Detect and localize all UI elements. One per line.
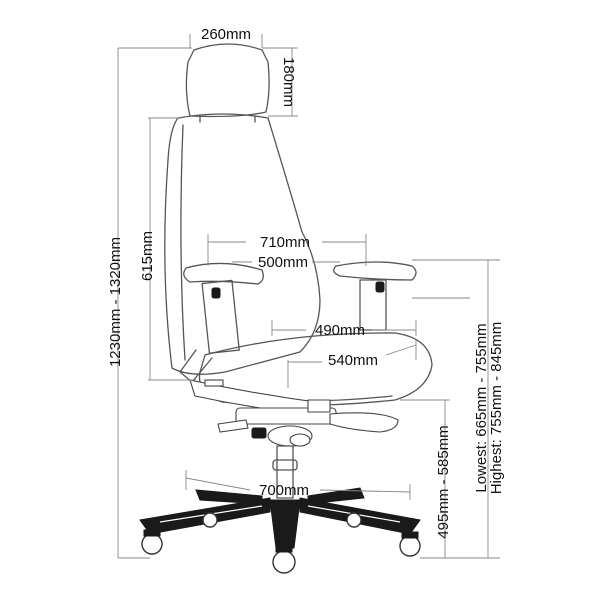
label-arm-width-outer: 710mm <box>260 234 310 251</box>
castor-rear-left <box>202 512 218 528</box>
label-backrest-height: 615mm <box>139 231 156 281</box>
label-arm-height-highest: Highest: 755mm - 845mm <box>488 322 505 495</box>
castors <box>141 512 421 574</box>
label-arm-width-inner: 500mm <box>258 254 308 271</box>
label-seat-height: 495mm - 585mm <box>435 425 452 538</box>
gas-lift-column <box>276 445 294 499</box>
label-seat-width: 540mm <box>328 352 378 369</box>
seat-mechanism <box>189 379 399 447</box>
armrest-right-pad <box>333 261 417 281</box>
armrest-left-pad <box>183 262 264 285</box>
dimension-labels: 260mm 180mm 1230mm - 1320mm 615mm 710mm … <box>107 26 505 539</box>
castor-front-center <box>272 550 296 574</box>
label-headrest-height: 180mm <box>280 57 297 107</box>
dimension-lines <box>117 34 500 559</box>
label-base-diameter: 700mm <box>259 482 309 499</box>
label-overall-height: 1230mm - 1320mm <box>107 237 124 367</box>
backrest <box>164 113 321 375</box>
label-headrest-width: 260mm <box>201 26 251 43</box>
armrest-left-post <box>201 279 240 354</box>
castor-front-right <box>399 535 421 557</box>
chair-outline <box>139 43 433 574</box>
castor-front-left <box>141 533 163 555</box>
headrest <box>185 43 270 118</box>
label-seat-depth: 490mm <box>315 322 365 339</box>
castor-rear-right <box>346 512 362 528</box>
label-arm-height-lowest: Lowest: 665mm - 755mm <box>473 323 490 492</box>
